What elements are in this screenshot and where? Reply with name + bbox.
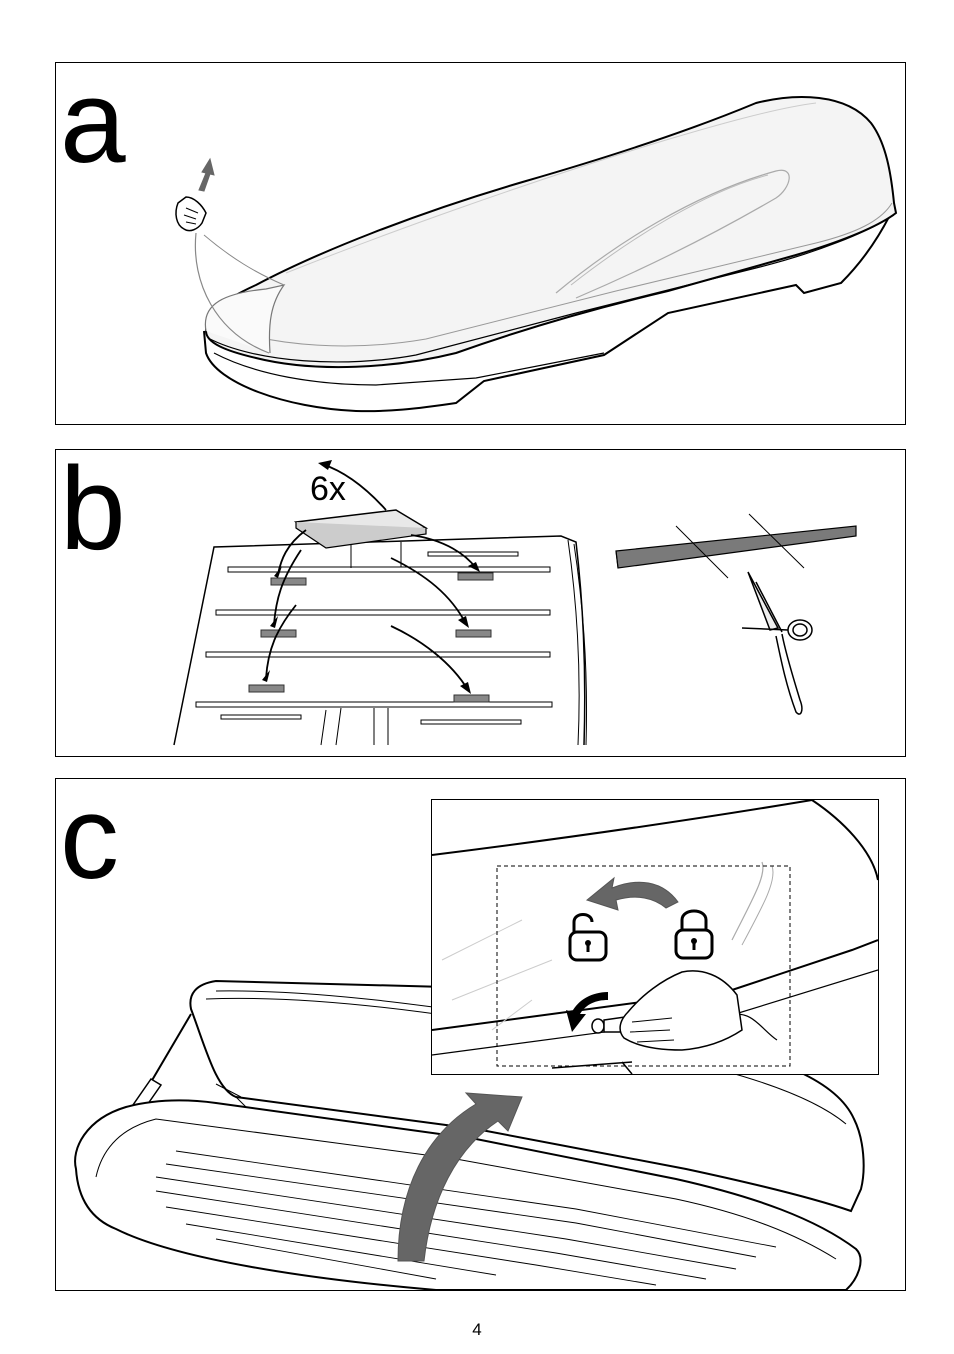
step-c-letter: c xyxy=(60,779,119,897)
lock-detail-illustration xyxy=(432,800,878,1074)
lift-arrow-icon xyxy=(199,159,214,191)
step-b-panel: b 6x xyxy=(55,449,906,757)
lock-closed-icon xyxy=(676,911,712,958)
hand-icon xyxy=(176,197,206,231)
adhesive-pad xyxy=(271,578,306,585)
page-number: 4 xyxy=(0,1320,954,1340)
roof-box-peel-film-illustration xyxy=(56,63,905,424)
lock-detail-inset xyxy=(431,799,879,1075)
step-a-letter: a xyxy=(60,63,126,181)
step-c-panel: c xyxy=(55,778,906,1291)
lock-open-icon xyxy=(570,915,606,961)
adhesive-pad xyxy=(458,573,493,580)
step-b-letter: b xyxy=(60,450,126,568)
adhesive-pads-placement-illustration xyxy=(56,450,905,756)
scissors-icon xyxy=(742,572,812,714)
adhesive-pad xyxy=(456,630,491,637)
adhesive-pad xyxy=(454,695,489,702)
step-a-panel: a xyxy=(55,62,906,425)
pad-count-label: 6x xyxy=(310,472,346,506)
hand-icon xyxy=(620,971,742,1050)
adhesive-pad xyxy=(249,685,284,692)
